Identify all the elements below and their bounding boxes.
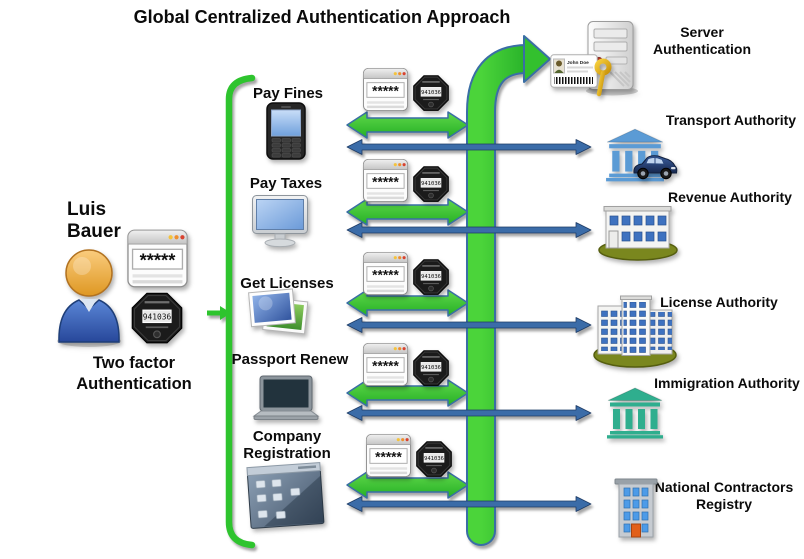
desktop-monitor-icon	[252, 195, 308, 248]
bank-building-icon-immigration	[603, 387, 667, 439]
password-window-icon	[126, 227, 189, 290]
blue-link-contractors	[346, 496, 592, 512]
security-token-icon	[412, 165, 450, 203]
password-window-icon	[362, 157, 409, 204]
central-auth-arrow	[466, 35, 551, 546]
credentials-pay-fines	[362, 66, 450, 113]
mobile-phone-icon	[266, 102, 306, 160]
two-factor-caption: Two factor Authentication	[76, 354, 192, 393]
app-window-icon	[246, 462, 325, 529]
user-name: Luis Bauer	[67, 199, 121, 243]
service-label-passport-renew: Passport Renew	[231, 351, 349, 368]
blue-link-transport	[346, 139, 592, 155]
photo-stack-icon	[248, 288, 309, 335]
service-label-pay-fines: Pay Fines	[252, 85, 324, 102]
service-label-pay-taxes: Pay Taxes	[249, 175, 323, 192]
authority-label-transport: Transport Authority	[665, 112, 797, 128]
services-bracket	[207, 74, 256, 549]
security-token-icon	[412, 74, 450, 112]
diagram-title: Global Centralized Authentication Approa…	[133, 7, 511, 27]
password-window-icon	[362, 66, 409, 113]
blue-link-revenue	[346, 222, 592, 238]
security-token-icon	[412, 258, 450, 296]
service-label-company-registration: Company Registration	[243, 428, 331, 463]
tower-buildings-icon	[593, 295, 677, 368]
authority-label-revenue: Revenue Authority	[668, 189, 792, 205]
security-token-icon	[130, 291, 184, 345]
authority-label-immigration: Immigration Authority	[654, 375, 800, 391]
service-label-get-licenses: Get Licenses	[240, 275, 334, 292]
password-window-icon	[362, 250, 409, 297]
server-label: Server Authentication	[653, 24, 751, 58]
business-person-icon	[57, 249, 121, 347]
blue-link-arrows	[346, 139, 592, 512]
authority-label-contractors: National Contractors Registry	[654, 479, 794, 512]
credentials-company-registration	[365, 432, 453, 479]
password-window-icon	[365, 432, 412, 479]
car-icon	[633, 155, 678, 180]
laptop-icon	[252, 375, 320, 420]
blue-link-license	[346, 317, 592, 333]
credentials-pay-taxes	[362, 157, 450, 204]
key-icon	[594, 58, 612, 97]
credentials-passport-renew	[362, 341, 450, 388]
security-token-icon	[415, 440, 453, 478]
authority-label-license: License Authority	[660, 294, 778, 310]
id-card-name-text: John Doe	[567, 60, 589, 66]
credentials-get-licenses	[362, 250, 450, 297]
security-token-icon	[412, 349, 450, 387]
id-card-icon: John Doe	[550, 54, 598, 88]
blue-link-immigration	[346, 405, 592, 421]
apartment-building-icon	[614, 478, 658, 538]
password-window-icon	[362, 341, 409, 388]
green-arrow-pay-fines	[346, 111, 469, 139]
office-building-icon	[598, 206, 678, 261]
